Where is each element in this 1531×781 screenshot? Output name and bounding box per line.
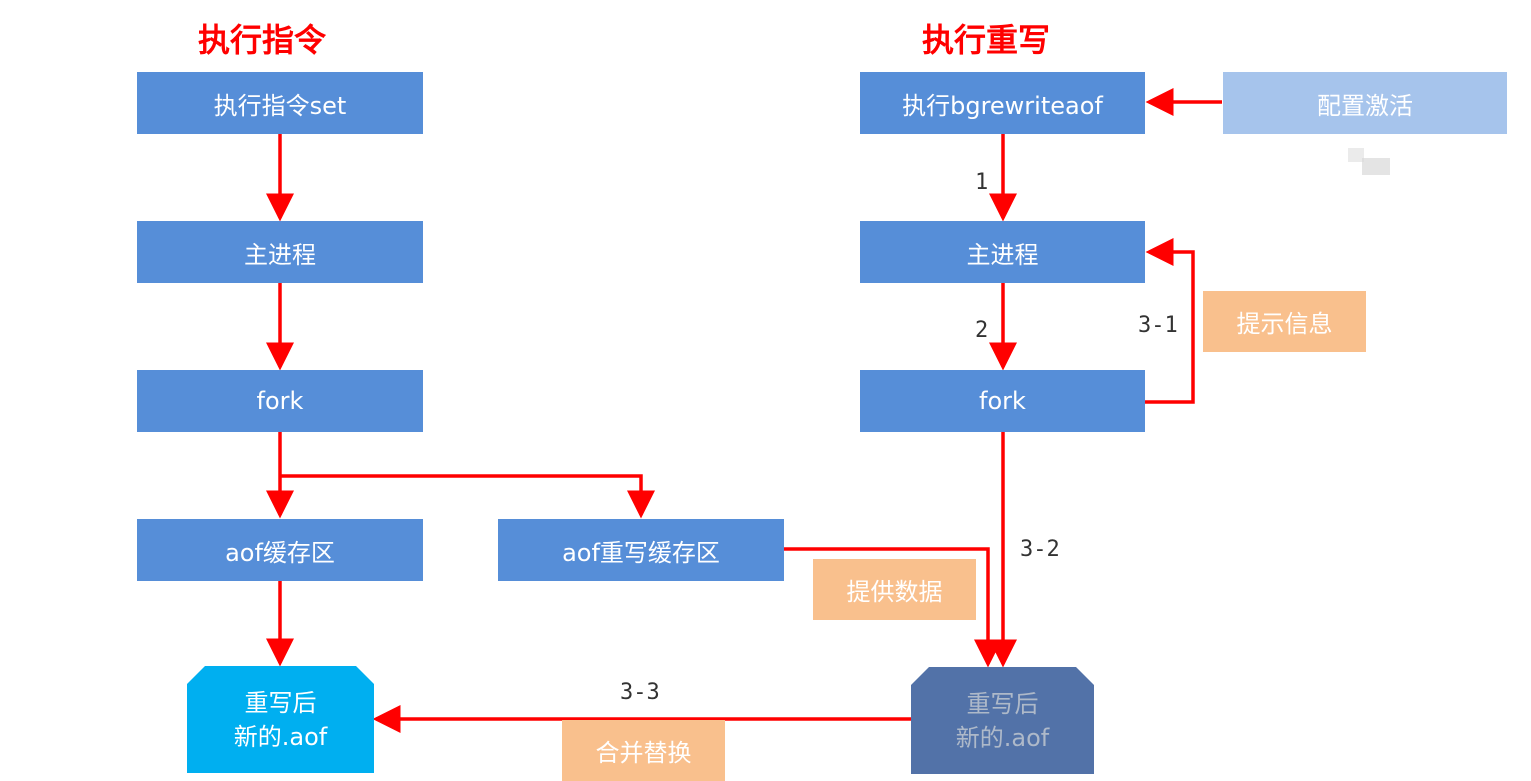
arrow-fork-to-main-notify xyxy=(1145,238,1195,404)
left-fork-box: fork xyxy=(137,370,423,432)
notify-label: 提示信息 xyxy=(1203,291,1366,352)
left-main-process-box: 主进程 xyxy=(137,221,423,283)
new-aof-file-right-line2: 新的.aof xyxy=(955,723,1050,752)
right-fork-box: fork xyxy=(860,370,1145,432)
left-title: 执行指令 xyxy=(198,21,327,59)
step-3-3: 3-3 xyxy=(620,680,660,705)
aof-buffer-box: aof缓存区 xyxy=(137,519,423,581)
blurred-artifact xyxy=(1348,148,1364,162)
new-aof-file-left-line1: 重写后 xyxy=(244,688,317,717)
right-main-process-box: 主进程 xyxy=(860,221,1145,283)
arrow-rewrite-buffer-to-new-file xyxy=(784,547,1002,668)
step-1: 1 xyxy=(975,170,989,195)
step-2: 2 xyxy=(975,318,989,343)
right-cmd-box: 执行bgrewriteaof xyxy=(860,72,1145,134)
step-3-2: 3-2 xyxy=(1020,537,1060,562)
right-title: 执行重写 xyxy=(922,21,1051,59)
provide-data-label: 提供数据 xyxy=(813,559,976,620)
blurred-artifact-2 xyxy=(1362,158,1390,175)
aof-rewrite-buffer-box: aof重写缓存区 xyxy=(498,519,784,581)
new-aof-file-left-line2: 新的.aof xyxy=(233,722,328,751)
step-3-1: 3-1 xyxy=(1138,313,1178,338)
new-aof-file-right-line1: 重写后 xyxy=(966,689,1039,718)
new-aof-file-left: 重写后 新的.aof xyxy=(187,666,374,773)
left-cmd-box: 执行指令set xyxy=(137,72,423,134)
config-activate-box: 配置激活 xyxy=(1223,72,1507,134)
new-aof-file-right: 重写后 新的.aof xyxy=(911,667,1094,774)
merge-replace-label: 合并替换 xyxy=(562,720,725,781)
arrow-fork-to-rewrite-buffer xyxy=(280,474,655,519)
